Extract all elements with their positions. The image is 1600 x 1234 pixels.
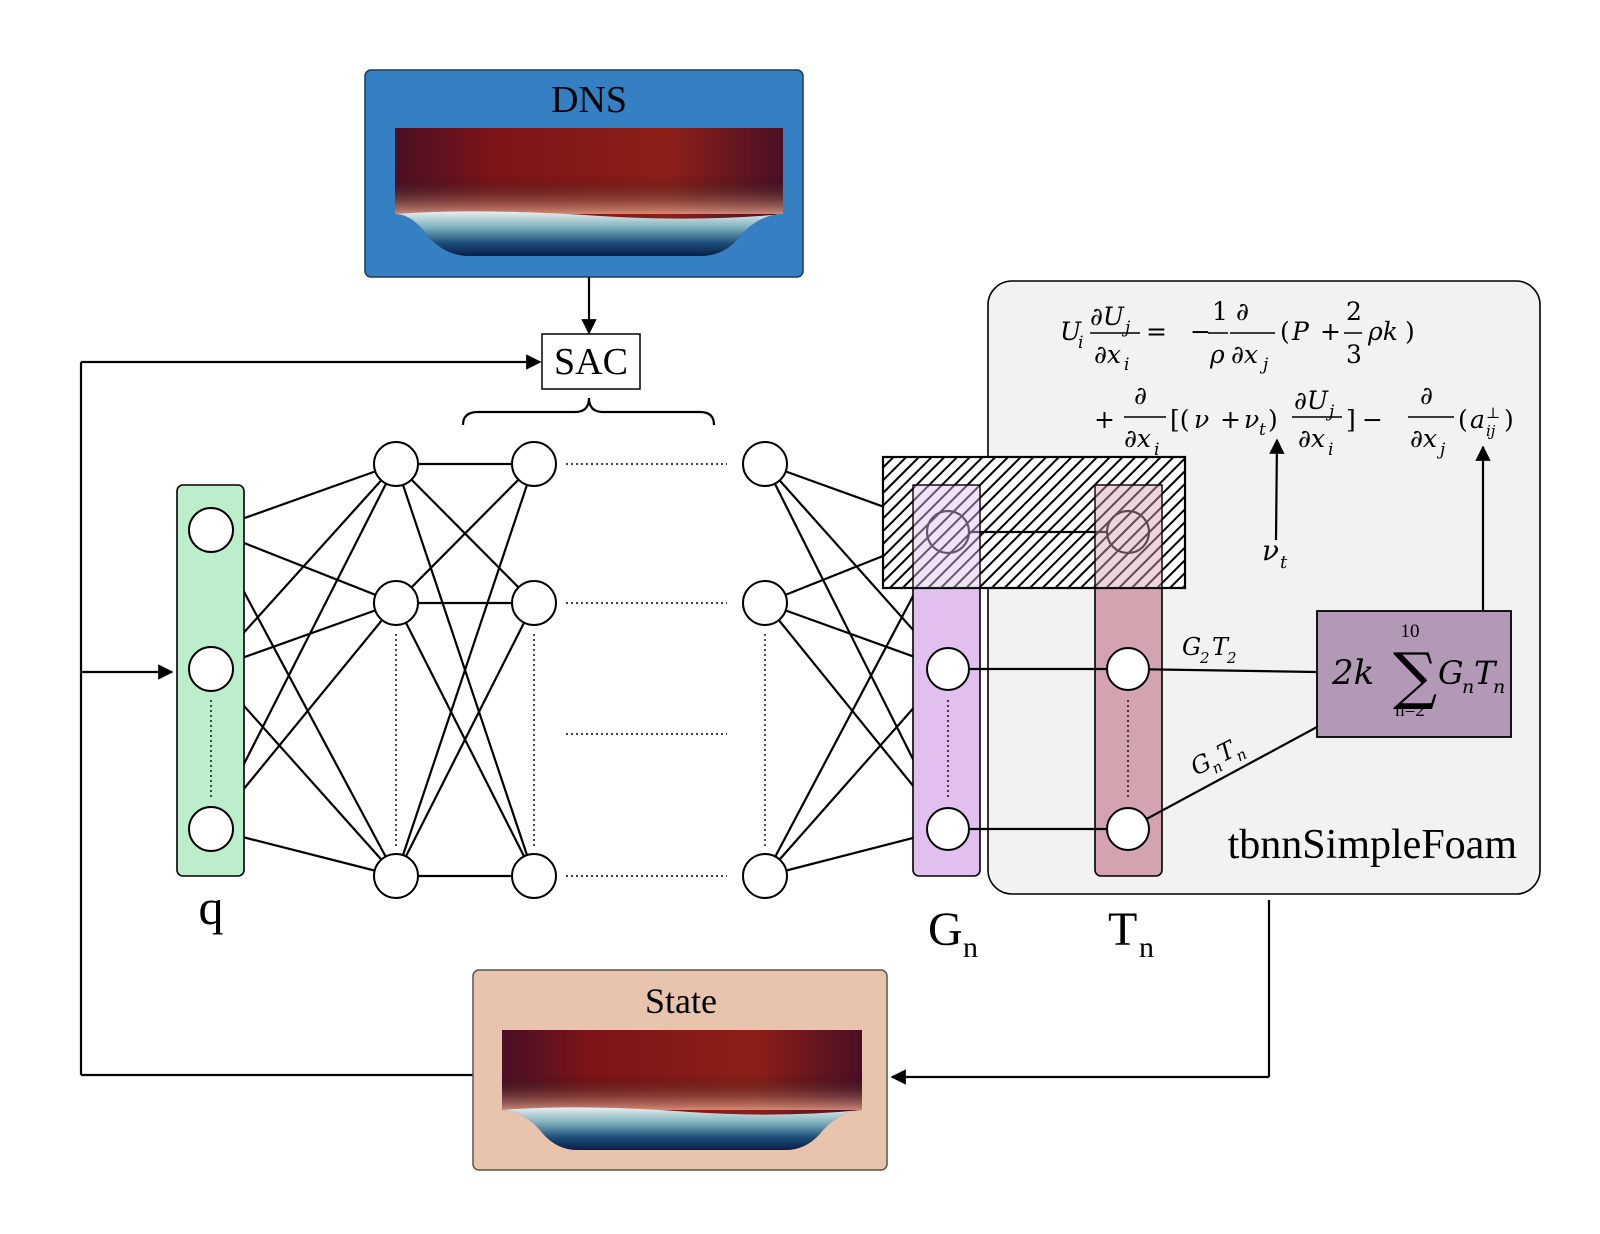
svg-text:): )	[1268, 405, 1278, 434]
svg-text:T: T	[1212, 633, 1230, 661]
svg-text:∂: ∂	[1420, 381, 1433, 410]
svg-text:G: G	[1182, 633, 1201, 661]
hidden-layers-brace	[461, 397, 716, 426]
sac-box: SAC	[541, 333, 641, 390]
svg-text:j: j	[1436, 440, 1446, 460]
nut-label: ν t	[1262, 534, 1288, 573]
svg-text:(: (	[1458, 405, 1468, 434]
svg-text:1: 1	[1212, 297, 1228, 326]
svg-text:+: +	[1320, 317, 1341, 346]
svg-text:(: (	[1280, 317, 1290, 346]
svg-text:∂x: ∂x	[1410, 424, 1437, 453]
state-box: State	[472, 969, 888, 1171]
svg-text:2k: 2k	[1331, 653, 1374, 693]
svg-text:n: n	[1139, 931, 1154, 964]
network-connections	[210, 462, 949, 878]
svg-text:∂: ∂	[1134, 381, 1147, 410]
svg-text:+: +	[1094, 405, 1115, 434]
svg-text:t: t	[1280, 552, 1288, 573]
state-label: State	[645, 981, 717, 1021]
svg-text:3: 3	[1346, 340, 1362, 369]
svg-text:+: +	[1220, 405, 1241, 434]
q-label: q	[199, 879, 224, 935]
svg-text:∂x: ∂x	[1298, 424, 1325, 453]
svg-text:∂: ∂	[1236, 297, 1249, 326]
svg-text:−: −	[1362, 405, 1383, 434]
svg-text:∂U: ∂U	[1090, 302, 1125, 331]
svg-text:∂x: ∂x	[1094, 340, 1121, 369]
svg-text:⊥: ⊥	[1486, 404, 1500, 422]
dns-label: DNS	[551, 79, 627, 121]
svg-text:G: G	[1438, 654, 1464, 692]
dns-flow-field	[395, 128, 783, 256]
svg-text:i: i	[1154, 440, 1159, 460]
sac-label: SAC	[554, 341, 628, 383]
svg-text:[(: [(	[1170, 405, 1190, 434]
svg-text:ij: ij	[1486, 422, 1496, 440]
solver-label: tbnnSimpleFoam	[1228, 822, 1518, 868]
svg-text:∂U: ∂U	[1294, 386, 1329, 415]
svg-text:∂x: ∂x	[1231, 340, 1258, 369]
svg-text:T: T	[1108, 903, 1137, 956]
t-to-sum-lines	[1127, 667, 1318, 830]
svg-text:2: 2	[1226, 649, 1237, 667]
svg-text:P: P	[1291, 317, 1310, 346]
svg-text:2: 2	[1346, 297, 1362, 326]
svg-text:T: T	[1474, 654, 1498, 692]
svg-text:): )	[1504, 405, 1514, 434]
svg-text:ρk: ρk	[1367, 317, 1398, 346]
svg-text:n=2: n=2	[1395, 700, 1425, 721]
svg-text:=: =	[1146, 317, 1167, 346]
nut-arrow	[1269, 438, 1285, 541]
tensor-sum-box: 2k ∑ 10 n=2 G n T n	[1316, 610, 1512, 738]
svg-text:ν: ν	[1194, 405, 1209, 434]
svg-text:ν: ν	[1244, 405, 1259, 434]
svg-text:2: 2	[1199, 649, 1210, 667]
g-label: G n	[928, 903, 978, 964]
svg-text:i: i	[1124, 355, 1129, 375]
svg-text:ρ: ρ	[1209, 340, 1225, 369]
svg-text:i: i	[1078, 333, 1083, 353]
svg-text:j: j	[1259, 355, 1269, 375]
svg-text:a: a	[1470, 405, 1485, 434]
feedback-loop	[79, 354, 1271, 1085]
svg-text:G: G	[928, 903, 963, 956]
svg-text:n: n	[1493, 676, 1505, 698]
svg-text:]: ]	[1346, 405, 1356, 434]
g2t2-label: G 2 T 2	[1182, 633, 1237, 667]
svg-text:U: U	[1060, 317, 1082, 346]
g-to-t-connections	[948, 667, 1128, 831]
t-label: T n	[1108, 903, 1154, 964]
svg-text:n: n	[963, 931, 978, 964]
hidden-ellipsis	[395, 463, 766, 877]
svg-text:∑: ∑	[1393, 639, 1437, 712]
svg-text:10: 10	[1401, 621, 1420, 642]
svg-text:i: i	[1328, 440, 1333, 460]
svg-text:ν: ν	[1262, 534, 1279, 567]
svg-text:t: t	[1259, 420, 1266, 440]
dns-box: DNS	[364, 69, 804, 278]
svg-text:): )	[1405, 317, 1415, 346]
state-flow-field	[502, 1030, 862, 1150]
svg-text:j: j	[1121, 318, 1131, 338]
svg-text:n: n	[1462, 676, 1474, 698]
svg-text:∂x: ∂x	[1124, 424, 1151, 453]
svg-text:j: j	[1325, 402, 1335, 422]
svg-text:−: −	[1190, 317, 1211, 346]
network-nodes	[188, 441, 1150, 899]
masked-first-tensor	[881, 455, 1187, 590]
